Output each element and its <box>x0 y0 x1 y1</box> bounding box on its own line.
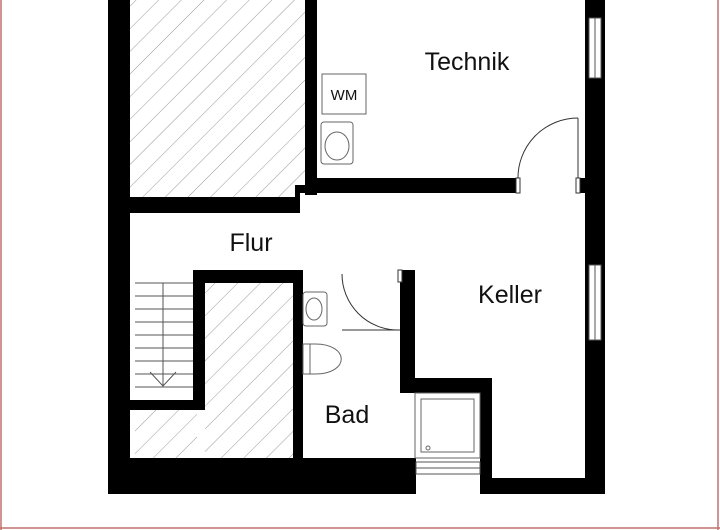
wall-stair-left <box>193 270 205 410</box>
wall-hatch-bottom <box>130 185 317 213</box>
hatched-area-bottom-right <box>205 283 293 458</box>
fixtures: WM <box>302 73 481 459</box>
toilet <box>302 343 342 375</box>
wall-bad-bottom-post <box>403 458 416 494</box>
wall-bad-right-top <box>400 270 415 390</box>
wall-stair-bottom <box>130 400 205 410</box>
windows <box>415 17 602 475</box>
staircase <box>135 282 193 388</box>
room-label-flur: Flur <box>229 229 272 257</box>
wall-upper-divider <box>305 0 317 195</box>
hatched-area-top <box>130 0 305 197</box>
shower <box>414 392 481 459</box>
wall-bad-right-mid <box>400 378 480 393</box>
wall-outer-bottom-right <box>480 478 605 494</box>
wall-stair-top <box>193 270 303 283</box>
hatched-areas <box>130 0 305 458</box>
washing-machine-label: WM <box>331 87 358 104</box>
washing-machine <box>321 73 367 115</box>
doors <box>341 117 581 331</box>
wall-technik-bottom-right <box>578 178 588 193</box>
wall-outer-right <box>585 0 605 494</box>
room-label-bad: Bad <box>325 401 369 429</box>
wall-bad-left <box>293 270 303 460</box>
room-label-technik: Technik <box>425 48 510 76</box>
wall-shower-right <box>480 378 492 494</box>
room-label-keller: Keller <box>478 281 542 309</box>
hatched-area-bottom <box>135 410 197 458</box>
wall-outer-bottom-left <box>108 458 416 494</box>
sink-technik <box>320 121 354 165</box>
walls <box>108 0 605 494</box>
sink-bad <box>302 291 328 327</box>
wall-outer-left <box>108 0 130 494</box>
wall-technik-bottom <box>317 178 517 193</box>
